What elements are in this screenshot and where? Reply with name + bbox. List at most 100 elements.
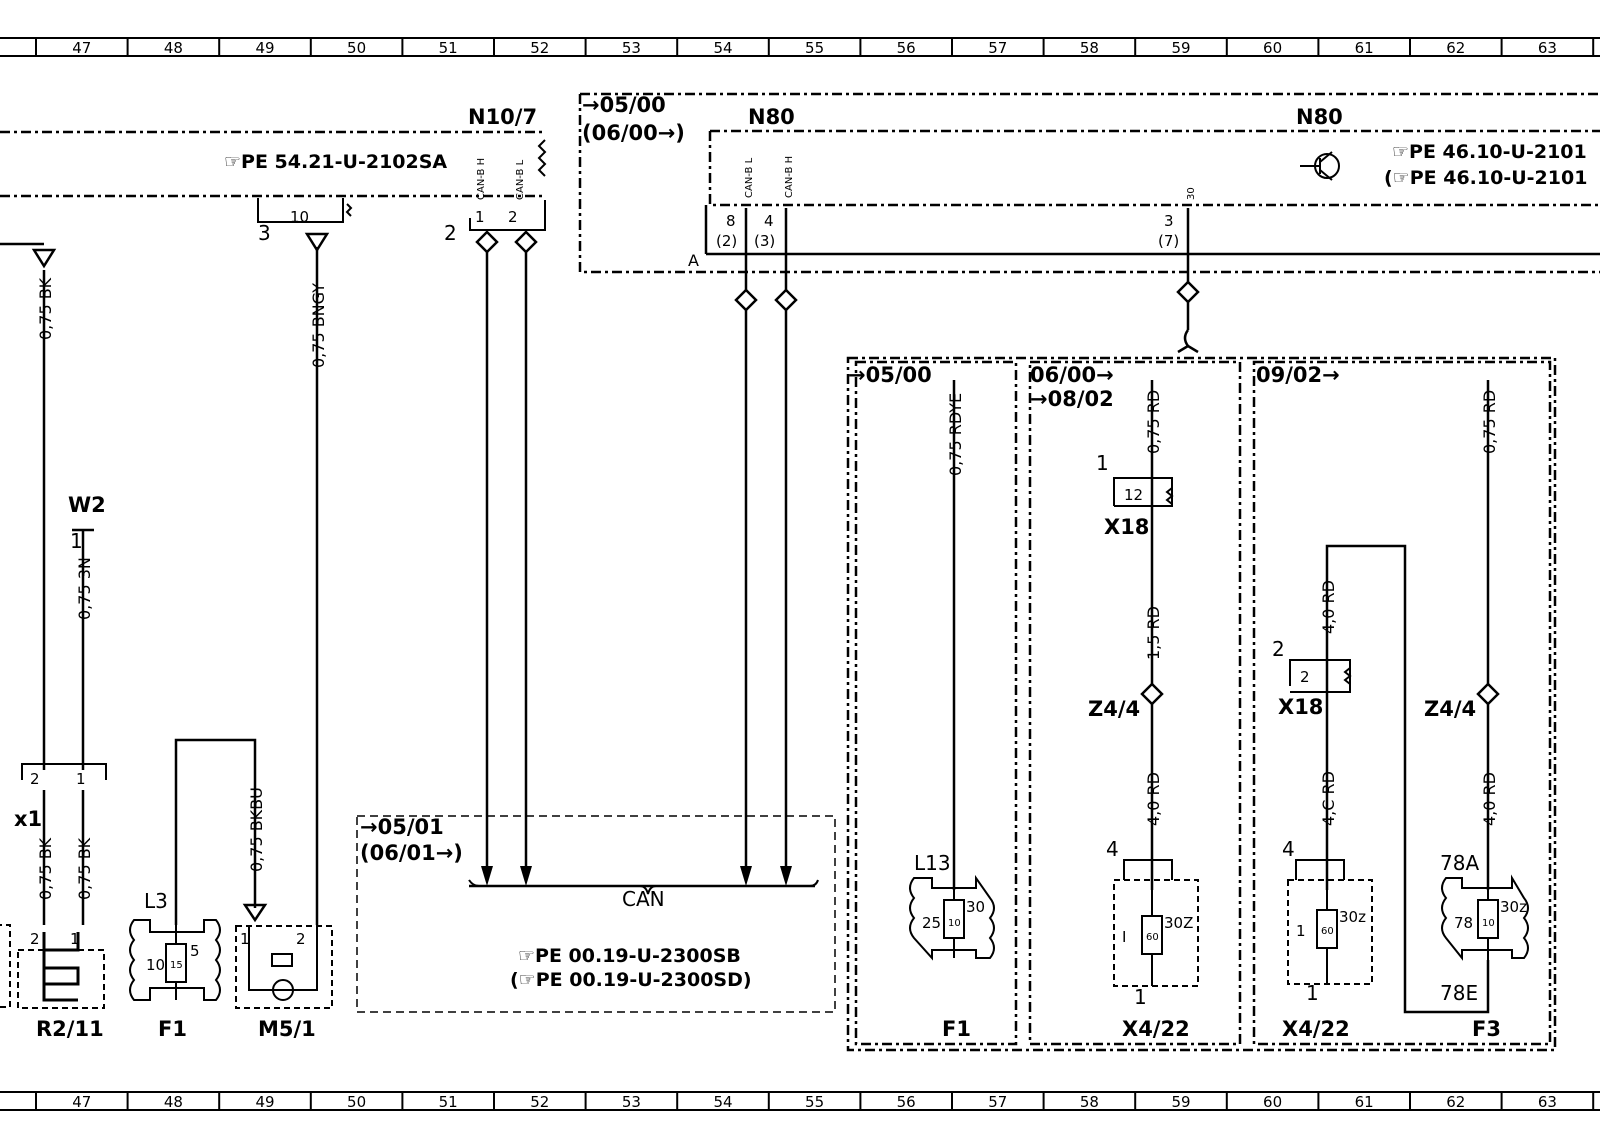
pin-x4b-30z: 30z bbox=[1339, 908, 1366, 926]
ref-pe-46-b: (☞PE 46.10-U-2101 bbox=[1384, 167, 1587, 189]
bottom-grid-ruler bbox=[0, 1091, 1600, 1111]
grid-number: 58 bbox=[1080, 1093, 1099, 1111]
pin-f1-5: 5 bbox=[190, 942, 200, 960]
transistor-icon bbox=[1300, 151, 1340, 181]
x4-22-a-label: X4/22 bbox=[1122, 1017, 1190, 1041]
pin-x4a-60: 60 bbox=[1146, 932, 1159, 943]
pin-m5-2: 2 bbox=[296, 930, 306, 948]
grid-number: 56 bbox=[897, 1093, 916, 1111]
r2-11-component bbox=[0, 924, 105, 1009]
date-06-00-top: (06/00→) bbox=[582, 121, 685, 145]
grid-number: 47 bbox=[72, 39, 91, 57]
z4-4-b-label: Z4/4 bbox=[1424, 697, 1476, 721]
date-x4-b: 09/02→ bbox=[1256, 363, 1340, 387]
pin-x4b-I: 1 bbox=[1296, 922, 1306, 940]
grid-number: 48 bbox=[164, 1093, 183, 1111]
w2-label: W2 bbox=[68, 493, 106, 517]
f1-right-label: F1 bbox=[942, 1017, 971, 1041]
can-brace bbox=[468, 879, 819, 895]
grid-number: 59 bbox=[1171, 1093, 1190, 1111]
pin-4: 4 bbox=[764, 212, 774, 230]
pin-f1-15: 15 bbox=[170, 960, 183, 971]
wire-label-5: 0,75 BK bbox=[75, 837, 94, 900]
top-grid-ruler bbox=[0, 37, 1600, 57]
pin-f3-10: 10 bbox=[1482, 918, 1495, 929]
wire-label-7: 0,75 RDYE bbox=[946, 393, 965, 476]
n80-label-b: N80 bbox=[1296, 105, 1343, 129]
grid-number: 62 bbox=[1446, 1093, 1465, 1111]
pin-x4a-I: I bbox=[1122, 928, 1126, 946]
pin-8: 8 bbox=[726, 212, 736, 230]
pin-f1r-25: 25 bbox=[922, 914, 941, 932]
n80-label-a: N80 bbox=[748, 105, 795, 129]
pin-can-b-h-2: CAN-B H bbox=[784, 156, 795, 198]
pin-r2-2: 2 bbox=[30, 930, 40, 948]
n10-7-connector bbox=[257, 139, 547, 231]
grid-number: 53 bbox=[622, 39, 641, 57]
f1-right-component bbox=[909, 874, 995, 961]
pin-30: 30 bbox=[1186, 187, 1197, 200]
pin-7-paren: (7) bbox=[1158, 232, 1179, 250]
pin-x4a-4: 4 bbox=[1106, 837, 1119, 861]
x18-b-label: X18 bbox=[1278, 695, 1323, 719]
x4-22-b-component bbox=[1287, 859, 1373, 985]
wire-label-14: 4,0 RD bbox=[1480, 772, 1499, 826]
pin-can-b-h-1: CAN-B H bbox=[476, 158, 487, 200]
wire-label-13: 0,75 RD bbox=[1480, 390, 1499, 454]
pin-n107-1: 1 bbox=[475, 208, 485, 226]
grid-number: 51 bbox=[439, 1093, 458, 1111]
f3-component bbox=[1441, 874, 1529, 961]
ref-pe-00-a: ☞PE 00.19-U-2300SB bbox=[518, 945, 741, 967]
pin-f1r-30: 30 bbox=[966, 898, 985, 916]
pin-3: 3 bbox=[1164, 212, 1174, 230]
grid-number: 50 bbox=[347, 39, 366, 57]
m5-1-component bbox=[235, 925, 333, 1009]
grid-number: 63 bbox=[1538, 1093, 1557, 1111]
l13-label: L13 bbox=[914, 851, 951, 875]
date-06-01: (06/01→) bbox=[360, 841, 463, 865]
r2-11-label: R2/11 bbox=[36, 1017, 104, 1041]
boundaries bbox=[0, 92, 1600, 1052]
grid-number: 54 bbox=[713, 1093, 732, 1111]
pin-x18b-2in: 2 bbox=[1300, 668, 1310, 686]
wire-label-9: 1,5 RD bbox=[1144, 606, 1163, 660]
pin-m5-1: 1 bbox=[240, 930, 250, 948]
pin-x4b-4: 4 bbox=[1282, 837, 1295, 861]
wire-label-12: 4,C RD bbox=[1319, 771, 1338, 826]
x1-label: x1 bbox=[14, 807, 42, 831]
ground-triangles bbox=[31, 232, 330, 923]
x18-a-label: X18 bbox=[1104, 515, 1149, 539]
grid-number: 48 bbox=[164, 39, 183, 57]
pin-x18a-12: 12 bbox=[1124, 486, 1143, 504]
grid-ticks bbox=[35, 38, 1595, 1110]
grid-number: 49 bbox=[255, 1093, 274, 1111]
pin-f1-10: 10 bbox=[146, 956, 165, 974]
pin-x1-2: 2 bbox=[30, 770, 40, 788]
pin-n107-3: 3 bbox=[258, 221, 271, 245]
z4-4-a-label: Z4/4 bbox=[1088, 697, 1140, 721]
grid-number: 51 bbox=[439, 39, 458, 57]
grid-number: 50 bbox=[347, 1093, 366, 1111]
grid-number: 61 bbox=[1355, 39, 1374, 57]
wire-label-6: 0,75 BKBU bbox=[247, 787, 266, 872]
pin-x4a-1: 1 bbox=[1134, 985, 1147, 1009]
pin-f3-30z: 30z bbox=[1500, 898, 1527, 916]
pin-can-b-l-1: CAN-B L bbox=[515, 159, 526, 200]
wire-label-11: 4,0 RD bbox=[1319, 580, 1338, 634]
f1-left-label: F1 bbox=[158, 1017, 187, 1041]
pin-x4b-1: 1 bbox=[1306, 981, 1319, 1005]
date-x4-a2: →08/02 bbox=[1030, 387, 1114, 411]
grid-number: 54 bbox=[713, 39, 732, 57]
ref-pe-46-a: ☞PE 46.10-U-2101 bbox=[1392, 141, 1587, 163]
can-label: CAN bbox=[622, 887, 665, 911]
pin-2-paren: (2) bbox=[716, 232, 737, 250]
pin-f3-78: 78 bbox=[1454, 914, 1473, 932]
wire-label-4: 0,75 BK bbox=[36, 837, 55, 900]
grid-number: 52 bbox=[530, 39, 549, 57]
fuse-78e-label: 78E bbox=[1440, 981, 1478, 1005]
grid-number: 59 bbox=[1171, 39, 1190, 57]
pin-w2-1: 1 bbox=[70, 529, 83, 553]
grid-number: 63 bbox=[1538, 39, 1557, 57]
grid-number: 60 bbox=[1263, 39, 1282, 57]
